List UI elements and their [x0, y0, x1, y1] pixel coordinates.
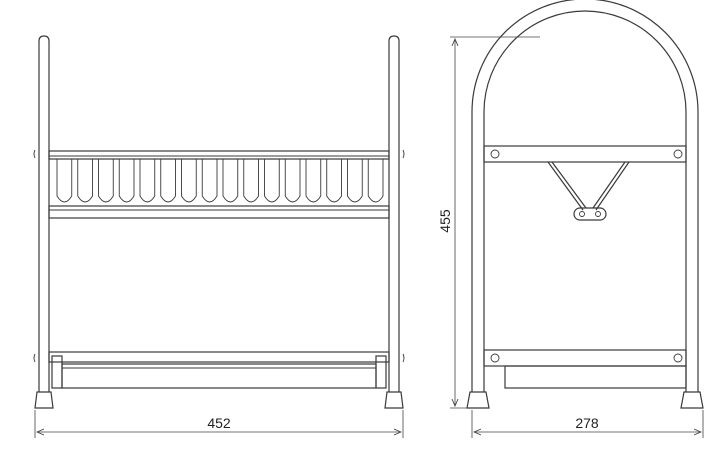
- dish-slot: [222, 159, 239, 203]
- dish-slot: [243, 159, 259, 203]
- width-label: 452: [207, 415, 231, 431]
- depth-label: 278: [575, 415, 599, 431]
- dish-slot: [160, 159, 176, 203]
- dish-slot: [56, 159, 73, 203]
- height-label: 455: [437, 209, 453, 233]
- depth-dimension: 278: [471, 410, 704, 438]
- dish-slot: [98, 159, 114, 203]
- dish-slot: [201, 159, 218, 203]
- dish-slot: [284, 159, 301, 203]
- dish-slot: [264, 159, 280, 203]
- side-v-support: [547, 161, 630, 221]
- side-view: 455 278: [437, 0, 704, 438]
- dish-slot: [118, 159, 135, 203]
- dish-slot: [347, 159, 363, 203]
- height-dimension: 455: [437, 36, 540, 409]
- dish-slot: [326, 159, 342, 203]
- front-right-post: [384, 35, 405, 409]
- side-lower-plate: [483, 349, 687, 389]
- front-lower-tray: [48, 351, 390, 389]
- front-view: 452: [33, 35, 405, 438]
- front-left-post: [33, 35, 54, 409]
- dish-slot: [181, 159, 197, 203]
- dish-slots: [56, 159, 384, 203]
- dish-slot: [139, 159, 156, 203]
- width-dimension: 452: [34, 410, 404, 438]
- side-arch-frame: [466, 0, 704, 409]
- dish-slot: [77, 159, 93, 203]
- front-upper-shelf: [48, 150, 390, 219]
- dish-slot: [367, 159, 384, 203]
- dish-slot: [305, 159, 322, 203]
- side-upper-plate: [483, 145, 687, 163]
